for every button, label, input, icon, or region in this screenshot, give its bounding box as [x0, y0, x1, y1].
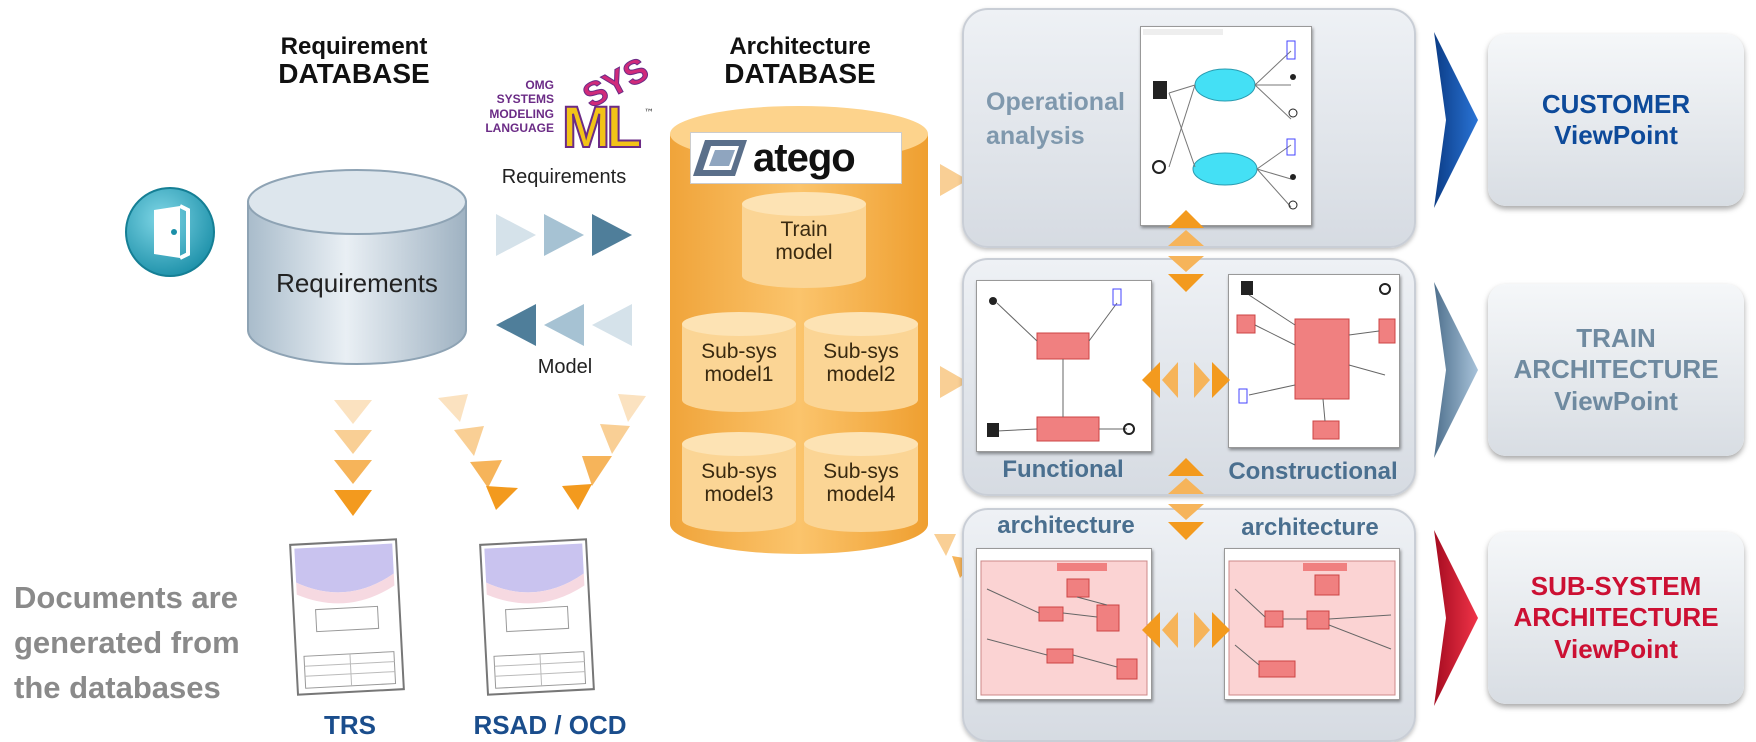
requirement-db-line1: Requirement: [280, 33, 428, 60]
documents-generated-text: Documents are generated from the databas…: [14, 576, 274, 711]
documents-line3: the databases: [14, 669, 221, 705]
architecture-db-line1: Architecture: [729, 33, 871, 60]
subsys-model3-line1: Sub-sys: [701, 460, 777, 483]
door-icon[interactable]: [124, 186, 216, 278]
subsys-model1-cylinder[interactable]: [680, 310, 798, 414]
subsys-model1-line2: model1: [704, 363, 774, 387]
atego-logo: atego: [690, 132, 902, 184]
requirements-flow-arrows: [494, 212, 636, 258]
constructional-label: Constructional: [1228, 458, 1398, 485]
subsys-model2-line2: model2: [826, 363, 896, 387]
trs-label: TRS: [324, 710, 376, 740]
requirements-flow-label: Requirements: [501, 166, 627, 188]
sysml-omg-line3: MODELING: [489, 106, 554, 121]
vertical-double-arrow-bottom: [1166, 456, 1206, 542]
customer-viewpoint-box[interactable]: CUSTOMER ViewPoint: [1488, 34, 1744, 206]
subsys-model3-cylinder[interactable]: [680, 430, 798, 534]
customer-viewpoint-line2: ViewPoint: [1554, 120, 1678, 150]
subsys-model4-label: Sub-sys model4: [802, 460, 920, 506]
vertical-double-arrow-top: [1166, 208, 1206, 294]
train-viewpoint-line3: ViewPoint: [1554, 385, 1678, 416]
rsad-ocd-document[interactable]: [478, 536, 596, 698]
operational-line2: analysis: [986, 121, 1085, 150]
sysml-tm: ™: [644, 108, 654, 119]
requirements-cylinder-label: Requirements: [276, 268, 438, 298]
sysml-omg-line2: SYSTEMS: [496, 92, 554, 107]
train-viewpoint-line1: TRAIN: [1576, 323, 1656, 354]
subsys-model3-label: Sub-sys model3: [680, 460, 798, 506]
operational-diagram-thumbnail[interactable]: [1140, 26, 1312, 226]
functional-diagram-thumbnail[interactable]: [976, 280, 1152, 452]
model-flow-arrows: [494, 302, 636, 348]
documents-line2: generated from: [14, 624, 240, 660]
train-chevron-icon: [1434, 282, 1478, 458]
architecture-db-line2: DATABASE: [724, 58, 876, 90]
subsys-model4-line2: model4: [826, 483, 896, 507]
subsystem-viewpoint-line3: ViewPoint: [1554, 633, 1678, 664]
requirement-db-line2: DATABASE: [278, 58, 430, 90]
functional-label: Functional: [1002, 456, 1124, 483]
requirement-db-header: Requirement DATABASE: [248, 34, 460, 89]
sysml-omg-line1: OMG: [525, 78, 554, 92]
model-flow-label: Model: [537, 356, 593, 378]
architecture-right-label: architecture: [1241, 514, 1379, 541]
sysml-ml-letters: ML: [561, 94, 643, 161]
constructional-diagram-thumbnail[interactable]: [1228, 274, 1400, 448]
architecture-right-thumbnail[interactable]: [1224, 548, 1400, 700]
subsystem-architecture-viewpoint-box[interactable]: SUB-SYSTEM ARCHITECTURE ViewPoint: [1488, 532, 1744, 704]
subsystem-viewpoint-line1: SUB-SYSTEM: [1530, 571, 1702, 602]
subsys-model4-line1: Sub-sys: [823, 460, 899, 483]
train-model-label-line2: model: [775, 241, 833, 265]
train-architecture-viewpoint-box[interactable]: TRAIN ARCHITECTURE ViewPoint: [1488, 284, 1744, 456]
architecture-double-arrow: [1140, 610, 1232, 650]
subsys-model4-cylinder[interactable]: [802, 430, 920, 534]
train-model-label: Train model: [740, 218, 868, 264]
customer-chevron-icon: [1434, 32, 1478, 208]
documents-line1: Documents are: [14, 580, 238, 615]
subsystem-chevron-icon: [1434, 530, 1478, 706]
subsys-model2-label: Sub-sys model2: [802, 340, 920, 386]
subsys-model2-cylinder[interactable]: [802, 310, 920, 414]
trs-flow-arrows: [330, 396, 376, 522]
train-viewpoint-line2: ARCHITECTURE: [1513, 354, 1719, 385]
atego-wordmark: atego: [753, 135, 856, 180]
subsys-model1-label: Sub-sys model1: [680, 340, 798, 386]
architecture-left-thumbnail[interactable]: [976, 548, 1152, 700]
functional-constructional-double-arrow: [1140, 360, 1232, 400]
rsad-ocd-label: RSAD / OCD: [473, 710, 627, 740]
subsystem-viewpoint-line2: ARCHITECTURE: [1513, 602, 1719, 633]
architecture-left-label: architecture: [997, 512, 1135, 539]
rsad-flow-arrows: [432, 392, 652, 512]
trs-document[interactable]: [288, 536, 406, 698]
subsys-model3-line2: model3: [704, 483, 774, 507]
sysml-logo: OMG SYSTEMS MODELING LANGUAGE ML SYS ™: [484, 50, 655, 164]
operational-analysis-label: Operational analysis: [986, 86, 1126, 154]
architecture-db-header: Architecture DATABASE: [694, 34, 906, 89]
train-model-cylinder[interactable]: [740, 190, 868, 290]
operational-line1: Operational: [986, 88, 1125, 116]
subsys-model1-line1: Sub-sys: [701, 340, 777, 363]
requirements-cylinder[interactable]: [244, 168, 470, 368]
train-model-label-line1: Train: [780, 218, 828, 241]
customer-viewpoint-line1: CUSTOMER: [1541, 88, 1691, 119]
atego-mark-icon: [693, 140, 747, 176]
subsys-model2-line1: Sub-sys: [823, 340, 899, 363]
sysml-omg-line4: LANGUAGE: [485, 121, 554, 136]
